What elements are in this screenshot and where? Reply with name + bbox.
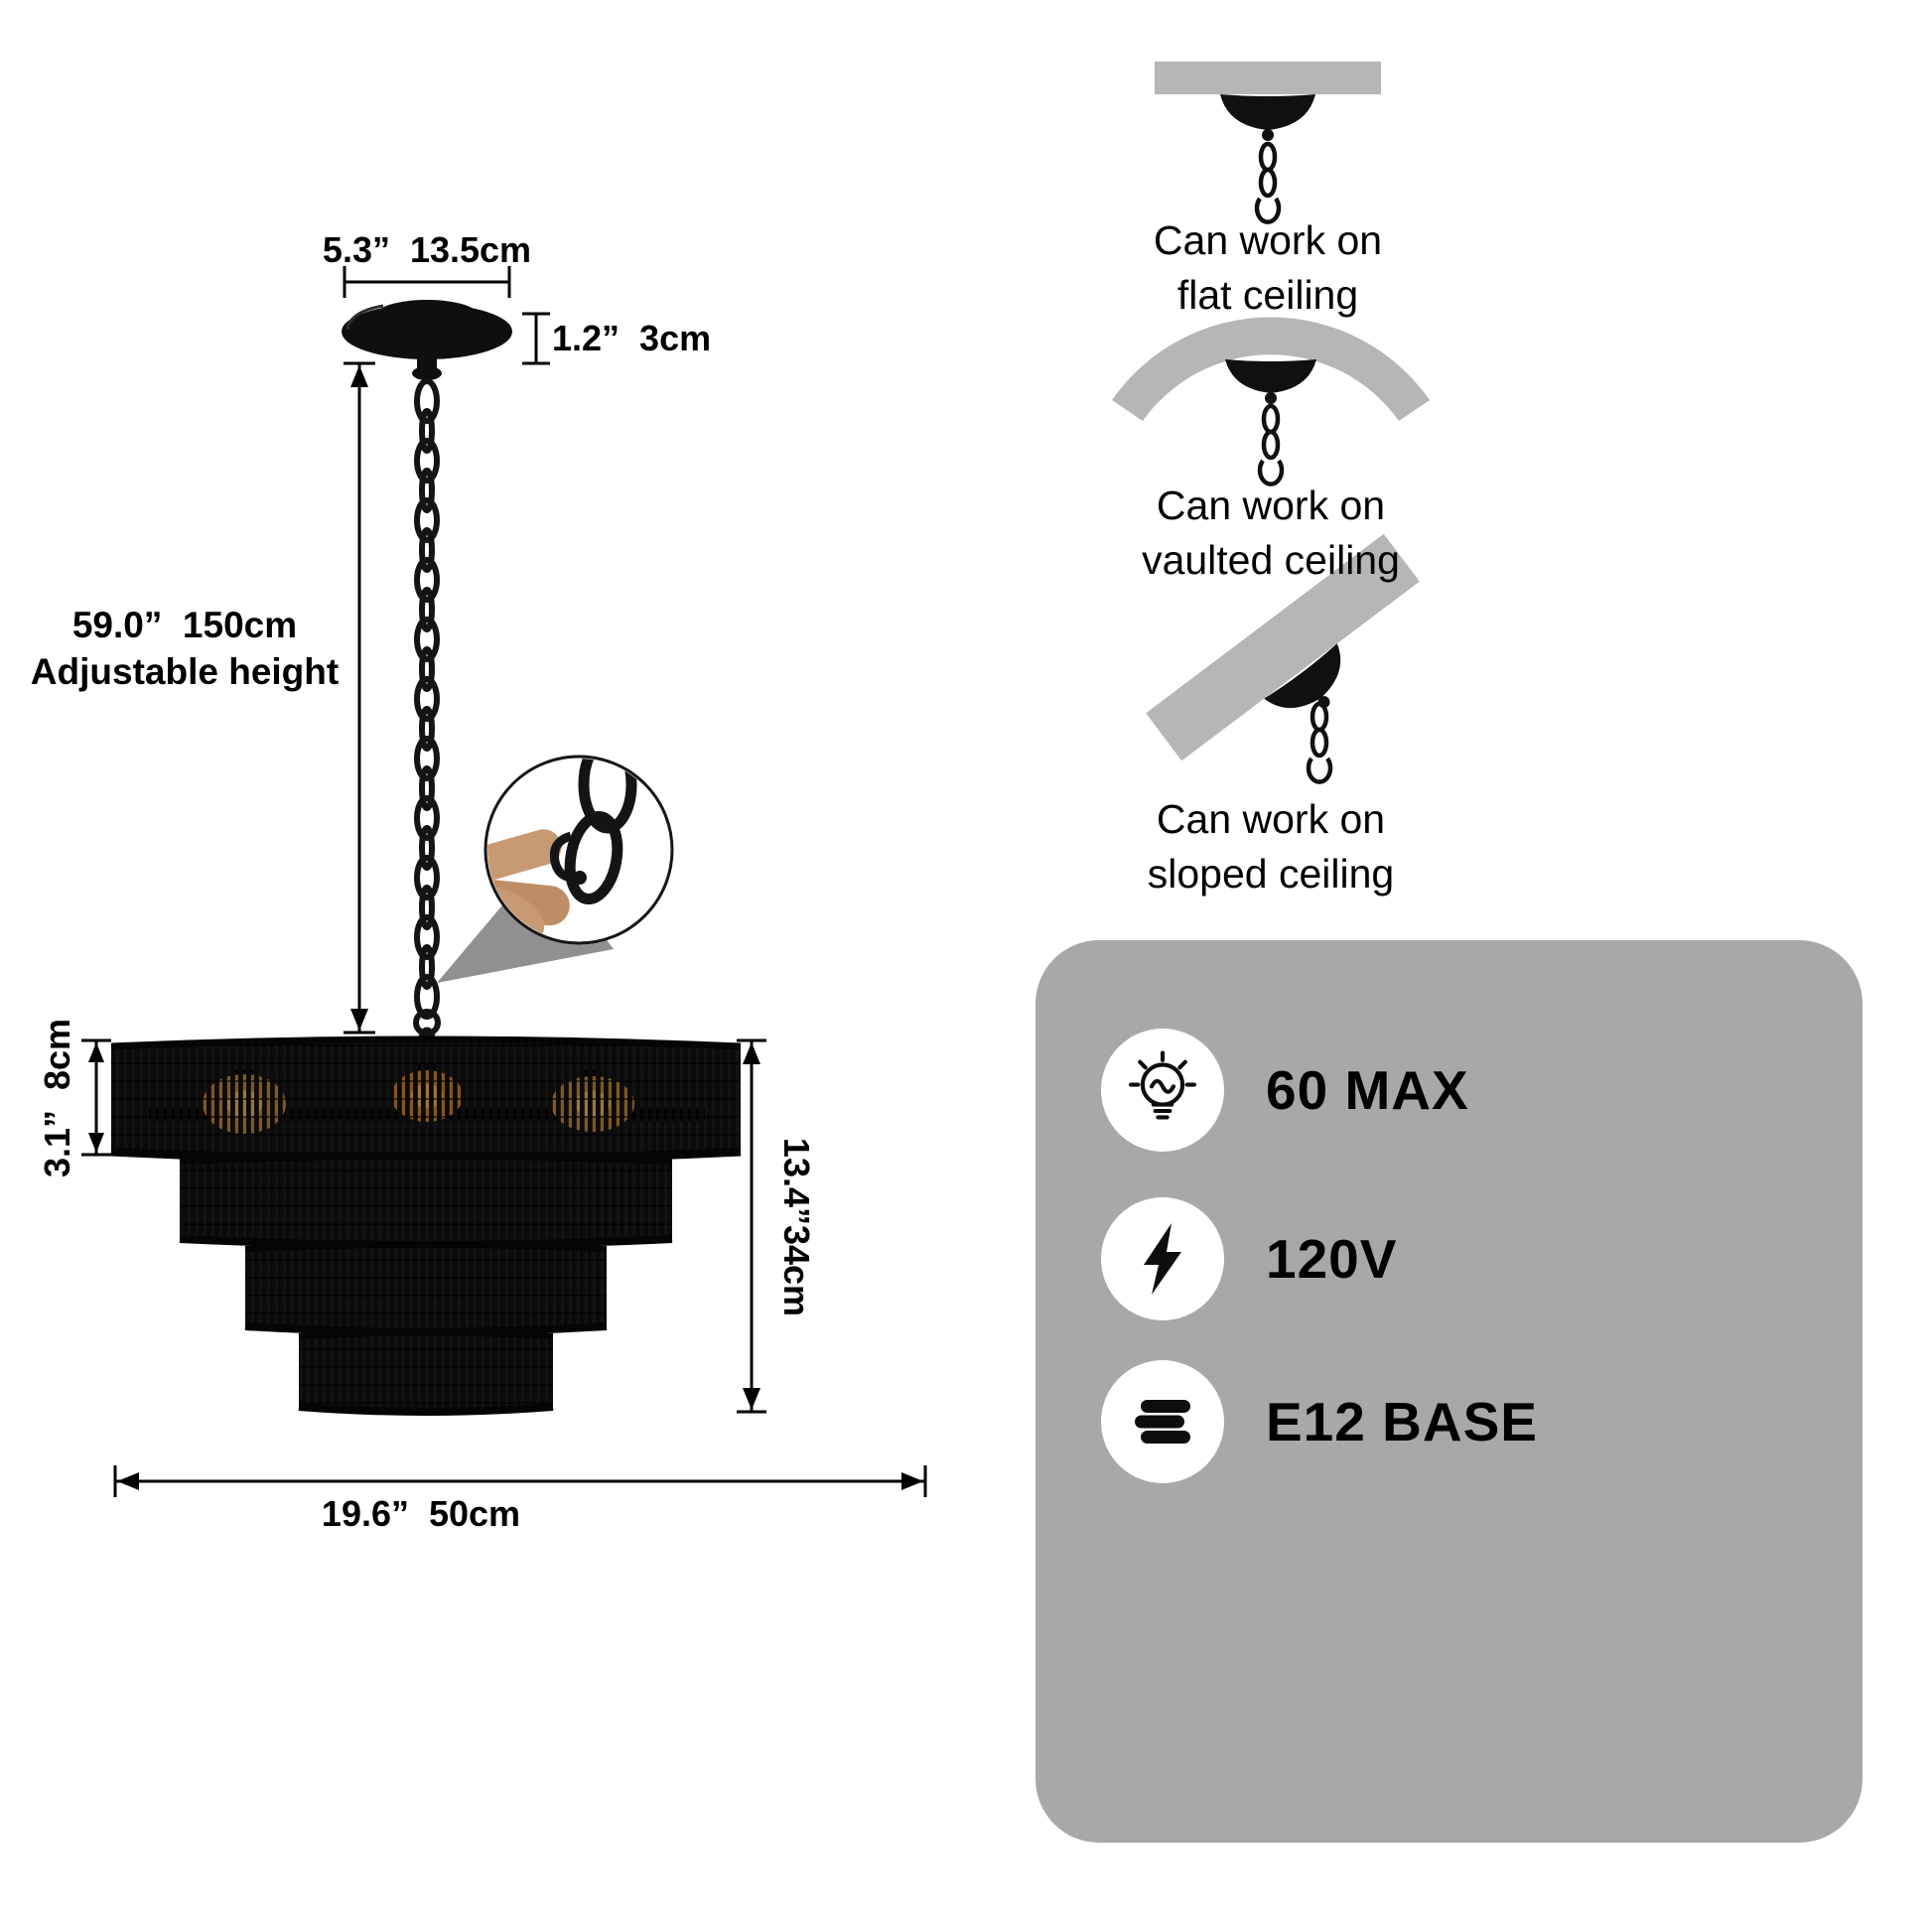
dim-line-canopy-width	[343, 266, 511, 298]
caption-vaulted-ceiling: Can work on vaulted ceiling	[1142, 483, 1400, 583]
spec-icon-circle	[1101, 1197, 1224, 1320]
dim-label-shade-width: 19.6” 50cm	[321, 1493, 521, 1534]
spec-icon-circle	[1101, 1360, 1224, 1483]
spec-label-voltage: 120V	[1266, 1228, 1398, 1290]
dim-line-top-tier-height	[81, 1038, 111, 1157]
hanging-chain	[413, 381, 441, 1052]
ceiling-canopy	[342, 300, 512, 380]
flat-ceiling-icon	[1155, 62, 1381, 224]
dim-label-shade-height: 13.4”34cm	[776, 1137, 817, 1317]
dim-label-adjustable-height-text: Adjustable height	[30, 651, 340, 693]
spec-panel: 60 MAX 120V E12 BASE	[1035, 940, 1863, 1843]
spec-label-wattage: 60 MAX	[1266, 1059, 1469, 1121]
spec-row-voltage: 120V	[1101, 1197, 1397, 1320]
dim-label-canopy-width: 5.3” 13.5cm	[322, 229, 532, 270]
chandelier-shade	[110, 1035, 742, 1416]
vaulted-ceiling-icon	[1112, 317, 1430, 486]
dim-label-canopy-height: 1.2” 3cm	[552, 318, 712, 358]
dim-line-canopy-height	[522, 312, 550, 365]
spec-row-base: E12 BASE	[1101, 1360, 1538, 1483]
dim-label-adjustable-height: 59.0” 150cm Adjustable height	[31, 602, 339, 696]
spec-icon-circle	[1101, 1029, 1224, 1152]
sloped-ceiling-icon	[1146, 533, 1420, 784]
chain-zoom-detail	[437, 755, 674, 983]
lamp-base-icon	[1135, 1400, 1190, 1444]
dim-label-top-tier-height: 3.1” 8cm	[37, 1018, 77, 1178]
dim-line-adjustable-height	[344, 361, 375, 1035]
lightning-icon	[1144, 1223, 1181, 1295]
caption-sloped-ceiling: Can work on sloped ceiling	[1147, 796, 1395, 897]
dim-line-shade-width	[113, 1465, 927, 1497]
dimension-lines	[81, 266, 927, 1497]
spec-row-wattage: 60 MAX	[1101, 1029, 1469, 1152]
bulb-icon	[1128, 1050, 1197, 1120]
spec-label-base: E12 BASE	[1266, 1391, 1538, 1452]
chain-closeup	[549, 759, 637, 905]
dim-line-shade-height	[737, 1038, 766, 1414]
dim-label-adjustable-height-value: 59.0” 150cm	[71, 605, 298, 645]
caption-flat-ceiling: Can work on flat ceiling	[1153, 217, 1383, 318]
